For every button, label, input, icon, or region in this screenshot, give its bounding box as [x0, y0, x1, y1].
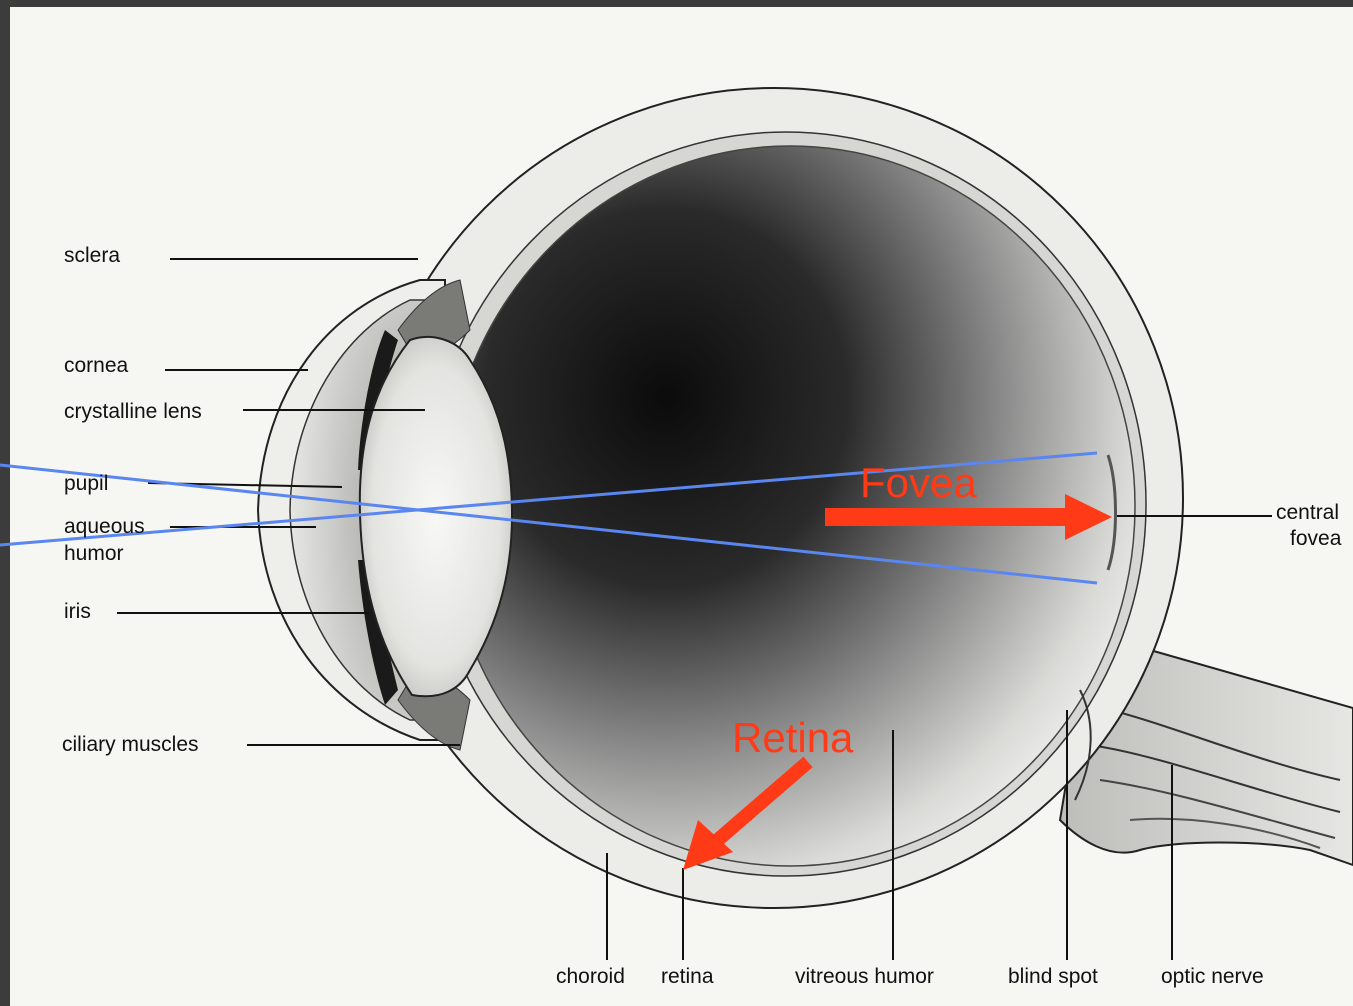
- label-blind-spot: blind spot: [1008, 965, 1098, 988]
- label-retina: retina: [661, 965, 714, 988]
- label-ciliary-muscles: ciliary muscles: [62, 733, 199, 756]
- label-cornea: cornea: [64, 354, 129, 377]
- label-crystalline-lens: crystalline lens: [64, 400, 202, 423]
- label-pupil: pupil: [64, 472, 108, 495]
- label-central-fovea-line2: fovea: [1290, 527, 1342, 550]
- label-choroid: choroid: [556, 965, 625, 988]
- annotation-fovea: Fovea: [860, 459, 977, 506]
- label-iris: iris: [64, 600, 91, 623]
- label-vitreous-humor: vitreous humor: [795, 965, 934, 988]
- label-aqueous-humor-line2: humor: [64, 542, 124, 565]
- label-sclera: sclera: [64, 244, 120, 267]
- label-central-fovea-line1: central: [1276, 501, 1339, 524]
- label-optic-nerve: optic nerve: [1161, 965, 1264, 988]
- annotation-retina: Retina: [732, 714, 854, 761]
- label-aqueous-humor-line1: aqueous: [64, 515, 145, 538]
